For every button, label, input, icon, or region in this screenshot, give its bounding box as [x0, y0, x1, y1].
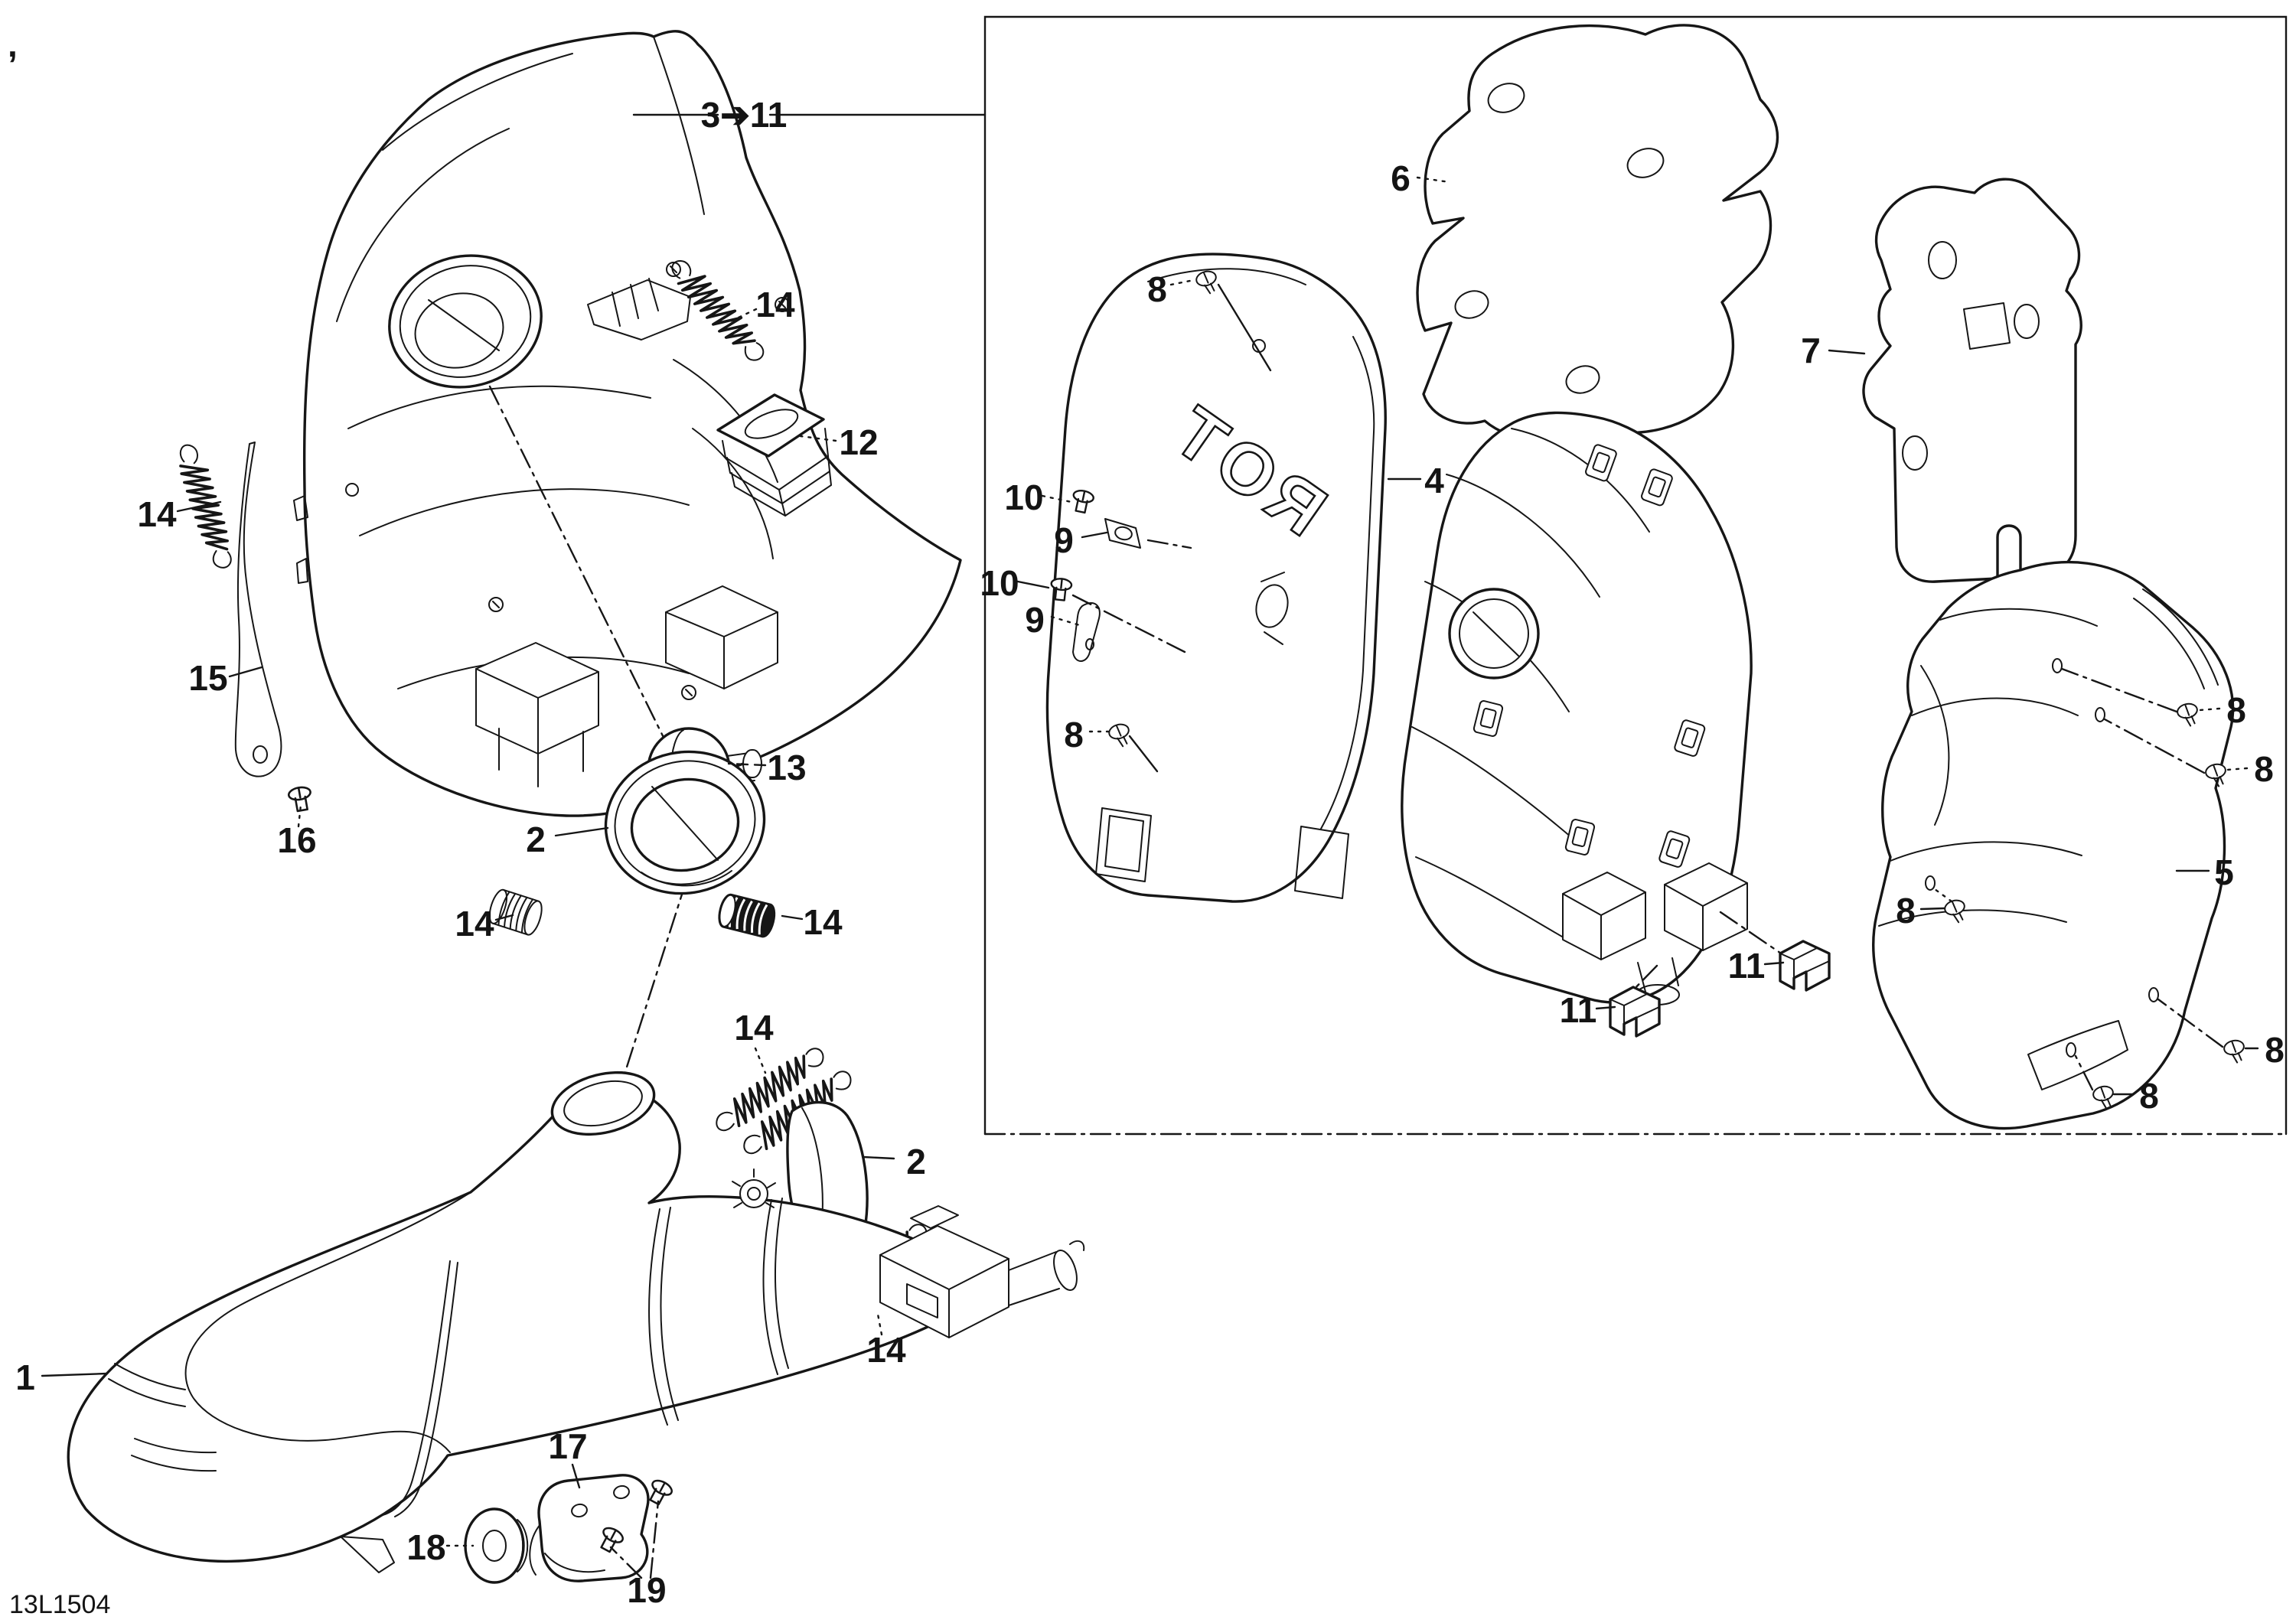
callout-label-14-sleeve-left: 14 — [455, 904, 494, 943]
main-muffler-drawing — [293, 30, 962, 1080]
callout-label-5: 5 — [2214, 852, 2234, 892]
side-panel-4: ROT — [1045, 253, 1387, 903]
callout-label-8-panel5-a: 8 — [2226, 690, 2246, 730]
callout-label-14-pair-lower: 14 — [866, 1330, 906, 1370]
callout-label-16: 16 — [277, 820, 316, 860]
callout-label-14-sleeve-right: 14 — [803, 902, 843, 942]
screw-19-icon-b — [644, 1476, 676, 1508]
callout-label-12: 12 — [839, 422, 878, 462]
callout-label-15: 15 — [188, 658, 227, 698]
exhaust-pipe-drawing — [67, 1071, 1085, 1573]
callout-label-14-pair-upper: 14 — [734, 1008, 774, 1048]
gasket-ring-2 — [604, 750, 766, 895]
callout-label-4: 4 — [1424, 461, 1444, 500]
callout-label-8-panel5-d: 8 — [2265, 1030, 2285, 1070]
rubber-damper-12 — [716, 393, 832, 517]
grommet-18 — [464, 1507, 529, 1584]
bracket-9-first — [1104, 518, 1141, 549]
callout-drawing-code: 13L1504 — [9, 1590, 110, 1619]
callout-label-17: 17 — [548, 1426, 587, 1466]
side-panel-5 — [1872, 560, 2235, 1130]
tension-spring-left — [171, 439, 240, 573]
callout-label-9-first: 9 — [1054, 520, 1074, 560]
callout-label-1: 1 — [15, 1357, 35, 1397]
callout-label-2-pad: 2 — [906, 1142, 926, 1181]
callout-label-3-to-11: 3➔11 — [701, 95, 788, 135]
callout-label-13: 13 — [767, 748, 806, 787]
leader-lines — [41, 113, 2259, 1579]
callout-label-8-panel4-low: 8 — [1064, 715, 1084, 754]
callout-label-11-clip-left: 11 — [1560, 990, 1597, 1030]
bracket-9-second — [1072, 602, 1101, 662]
callout-label-18: 18 — [406, 1527, 445, 1567]
support-bracket-17 — [529, 1474, 650, 1582]
coil-sleeve-left-14 — [488, 888, 543, 936]
callout-label-8-panel4-top: 8 — [1147, 269, 1167, 309]
callout-label-7: 7 — [1801, 331, 1821, 370]
callout-label-8-panel5-c: 8 — [1896, 891, 1916, 930]
callout-label-2-ring: 2 — [526, 820, 546, 859]
callout-label-6: 6 — [1391, 158, 1411, 198]
detail-box-frame — [983, 15, 2288, 1136]
callout-label-10-first: 10 — [1004, 477, 1043, 517]
callout-label-8-panel5-b: 8 — [2254, 749, 2274, 789]
callout-stray-comma: , — [8, 24, 18, 64]
rivet-8-icon-f — [2222, 1038, 2248, 1066]
callout-label-14-top-spring: 14 — [755, 285, 795, 324]
callout-label-14-left-spring: 14 — [137, 494, 177, 534]
callout-label-9-second: 9 — [1025, 600, 1045, 640]
clip-11-right — [1779, 940, 1831, 992]
coil-sleeve-right-14 — [718, 893, 776, 938]
heat-shield-7 — [1862, 178, 2082, 583]
callout-label-19: 19 — [627, 1570, 666, 1610]
callout-label-8-panel5-e: 8 — [2139, 1076, 2159, 1116]
callout-label-10-second: 10 — [980, 563, 1019, 603]
retainer-strap-15 — [234, 442, 282, 777]
gasket-6 — [1416, 24, 1779, 442]
callout-label-11-clip-right: 11 — [1728, 946, 1766, 986]
muffler-assembly-center — [1401, 411, 1789, 1005]
